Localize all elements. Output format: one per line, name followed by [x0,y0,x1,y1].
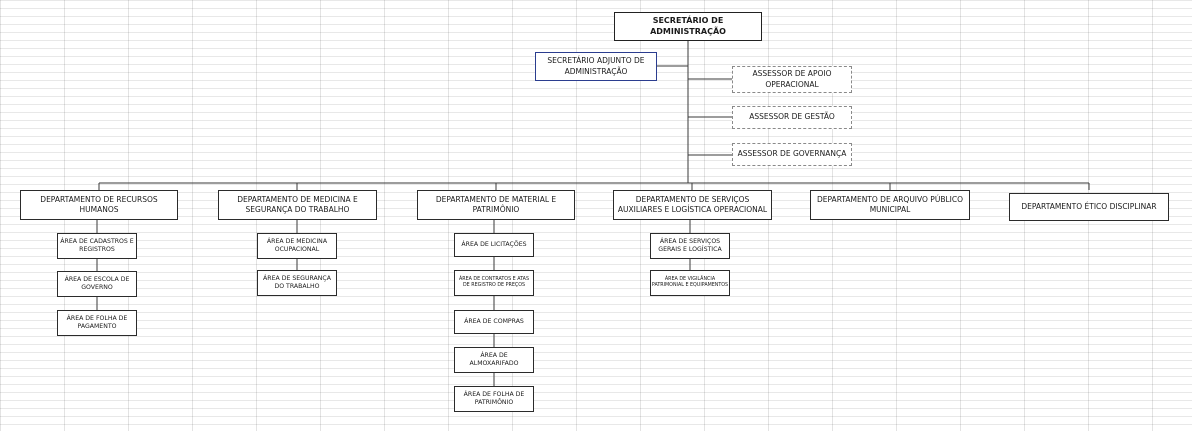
department-label: DEPARTAMENTO DE RECURSOS HUMANOS [40,194,158,214]
area-box: ÁREA DE LICITAÇÕES [454,233,534,257]
advisor-box-governance: ASSESSOR DE GOVERNANÇA [732,143,852,166]
area-box: ÁREA DE ESCOLA DE GOVERNO [57,271,137,297]
department-label: DEPARTAMENTO DE MEDICINA E SEGURANÇA DO … [237,194,358,214]
root-secretary-label: SECRETÁRIO DE ADMINISTRAÇÃO [650,15,726,36]
area-label: ÁREA DE ESCOLA DE GOVERNO [64,275,130,291]
department-box-public-archive: DEPARTAMENTO DE ARQUIVO PÚBLICO MUNICIPA… [810,190,970,220]
advisor-box-management: ASSESSOR DE GESTÃO [732,106,852,129]
advisor-label: ASSESSOR DE GOVERNANÇA [737,149,847,159]
area-label: ÁREA DE VIGILÂNCIA PATRIMONIAL E EQUIPAM… [651,276,729,288]
area-box: ÁREA DE COMPRAS [454,310,534,334]
area-box: ÁREA DE FOLHA DE PATRIMÔNIO [454,386,534,412]
department-box-human-resources: DEPARTAMENTO DE RECURSOS HUMANOS [20,190,178,220]
area-box: ÁREA DE SERVIÇOS GERAIS E LOGÍSTICA [650,233,730,259]
area-box: ÁREA DE SEGURANÇA DO TRABALHO [257,270,337,296]
advisor-box-operational-support: ASSESSOR DE APOIO OPERACIONAL [732,66,852,93]
department-label: DEPARTAMENTO DE ARQUIVO PÚBLICO MUNICIPA… [817,194,963,214]
department-label: DEPARTAMENTO DE SERVIÇOS AUXILIARES E LO… [617,194,768,214]
area-label: ÁREA DE MEDICINA OCUPACIONAL [266,237,328,253]
area-label: ÁREA DE COMPRAS [464,317,524,325]
area-box: ÁREA DE VIGILÂNCIA PATRIMONIAL E EQUIPAM… [650,270,730,296]
area-box: ÁREA DE CADASTROS E REGISTROS [57,233,137,259]
department-label: DEPARTAMENTO ÉTICO DISCIPLINAR [1021,201,1157,211]
advisor-label: ASSESSOR DE APOIO OPERACIONAL [752,69,832,89]
area-label: ÁREA DE FOLHA DE PATRIMÔNIO [463,390,525,406]
department-box-auxiliary-services: DEPARTAMENTO DE SERVIÇOS AUXILIARES E LO… [613,190,772,220]
advisor-label: ASSESSOR DE GESTÃO [749,112,835,122]
area-label: ÁREA DE SEGURANÇA DO TRABALHO [263,274,331,290]
area-label: ÁREA DE SERVIÇOS GERAIS E LOGÍSTICA [658,237,722,253]
area-label: ÁREA DE FOLHA DE PAGAMENTO [66,314,128,330]
root-secretary-box: SECRETÁRIO DE ADMINISTRAÇÃO [614,12,762,41]
department-box-occupational-medicine: DEPARTAMENTO DE MEDICINA E SEGURANÇA DO … [218,190,377,220]
area-label: ÁREA DE CADASTROS E REGISTROS [60,237,134,253]
department-box-ethics-discipline: DEPARTAMENTO ÉTICO DISCIPLINAR [1009,193,1169,221]
area-label: ÁREA DE CONTRATOS E ATAS DE REGISTRO DE … [458,276,529,288]
department-box-material-patrimony: DEPARTAMENTO DE MATERIAL E PATRIMÔNIO [417,190,575,220]
department-label: DEPARTAMENTO DE MATERIAL E PATRIMÔNIO [435,194,557,214]
area-box: ÁREA DE ALMOXARIFADO [454,347,534,373]
area-label: ÁREA DE LICITAÇÕES [461,240,527,248]
area-box: ÁREA DE FOLHA DE PAGAMENTO [57,310,137,336]
deputy-secretary-box: SECRETÁRIO ADJUNTO DE ADMINISTRAÇÃO [535,52,657,81]
area-label: ÁREA DE ALMOXARIFADO [469,351,519,367]
area-box: ÁREA DE CONTRATOS E ATAS DE REGISTRO DE … [454,270,534,296]
area-box: ÁREA DE MEDICINA OCUPACIONAL [257,233,337,259]
deputy-secretary-label: SECRETÁRIO ADJUNTO DE ADMINISTRAÇÃO [547,56,645,76]
